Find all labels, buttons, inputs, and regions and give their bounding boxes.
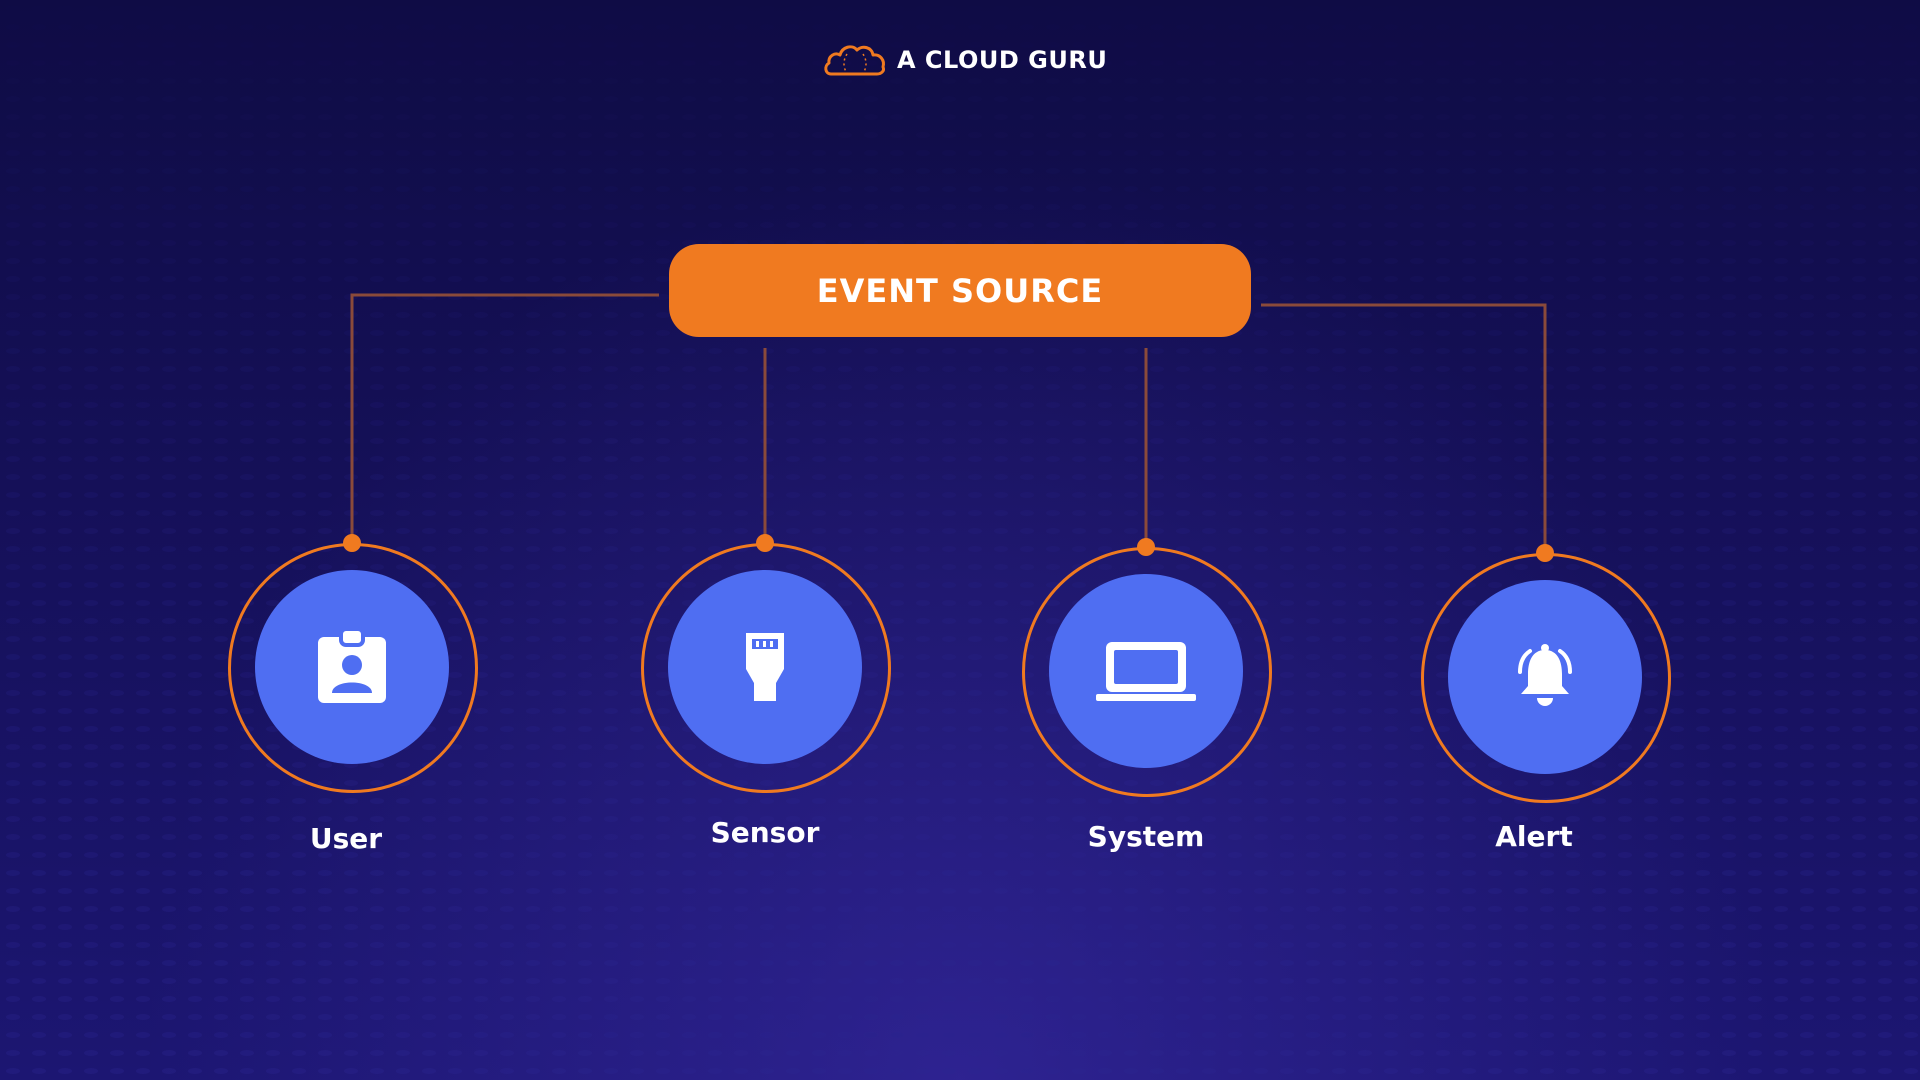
system-label: System	[1087, 820, 1205, 853]
connector-dot	[1137, 538, 1155, 556]
connector-dot	[343, 534, 361, 552]
alert-node	[1421, 544, 1671, 803]
laptop-icon	[1096, 642, 1196, 701]
node-circle	[255, 570, 449, 764]
user-node	[228, 534, 478, 793]
cloud-logo-icon	[824, 45, 885, 76]
connector-dot	[1536, 544, 1554, 562]
connector-dot	[756, 534, 774, 552]
event-source-box: EVENT SOURCE	[669, 244, 1251, 337]
connector-alert	[1261, 303, 1547, 553]
event-source-label: EVENT SOURCE	[816, 271, 1104, 310]
alert-label: Alert	[1495, 820, 1573, 853]
user-badge-icon	[318, 627, 386, 703]
system-node	[1022, 538, 1272, 797]
user-label: User	[309, 822, 383, 855]
sensor-node	[641, 534, 891, 793]
sensor-plug-icon	[746, 633, 784, 701]
node-circle	[668, 570, 862, 764]
node-circle	[1049, 574, 1243, 768]
connector-user	[350, 293, 659, 543]
node-circle	[1448, 580, 1642, 774]
brand-logo: A CLOUD GURU	[823, 38, 1107, 82]
brand-name: A CLOUD GURU	[897, 46, 1108, 74]
sensor-label: Sensor	[710, 816, 820, 849]
bell-alert-icon	[1518, 644, 1572, 706]
